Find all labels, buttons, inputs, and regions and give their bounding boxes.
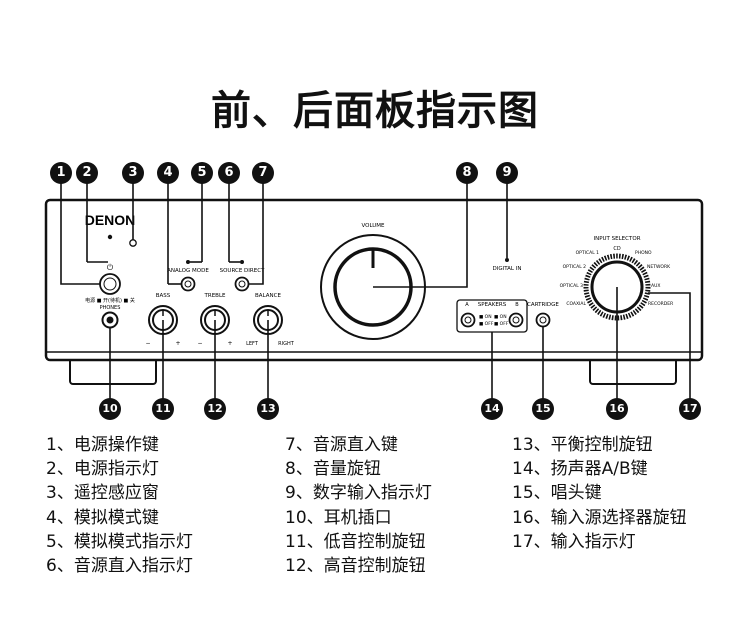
analog-mode-button-inner (184, 280, 192, 288)
legend-item: 8、音量旋钮 (285, 459, 381, 480)
balance-left-label: LEFT (246, 341, 259, 347)
analog-mode-indicator (186, 260, 190, 264)
input-selector-label: INPUT SELECTOR (593, 236, 640, 242)
speaker-b-button-inner (512, 316, 520, 324)
phones-label: PHONES (100, 305, 121, 311)
callout-12: 12 (204, 398, 226, 420)
input-optical2: OPTICAL 2 (563, 264, 586, 270)
power-indicator (107, 234, 113, 240)
input-network: NETWORK (647, 264, 671, 270)
page-title: 前、后面板指示图 (211, 88, 539, 134)
treble-minus: − (197, 340, 202, 347)
bass-minus: − (145, 340, 150, 347)
legend-item: 15、唱头键 (512, 483, 602, 504)
legend-item: 14、扬声器A/B键 (512, 459, 648, 480)
legend-column-2: 7、音源直入键 8、音量旋钮 9、数字输入指示灯 10、耳机插口 11、低音控制… (285, 433, 432, 578)
callout-2: 2 (76, 162, 98, 184)
callout-13: 13 (257, 398, 279, 420)
callout-15: 15 (532, 398, 554, 420)
callout-16: 16 (606, 398, 628, 420)
legend-item: 3、遥控感应窗 (46, 483, 159, 504)
digital-in-indicator (505, 258, 509, 262)
callout-11: 11 (152, 398, 174, 420)
input-optical1: OPTICAL 1 (576, 250, 599, 256)
bass-plus: + (175, 340, 180, 347)
leader-lines (60, 181, 691, 399)
callout-3: 3 (122, 162, 144, 184)
volume-label: VOLUME (361, 223, 385, 229)
source-direct-button-inner (238, 280, 246, 288)
legend-item: 6、音源直入指示灯 (46, 556, 193, 577)
bass-label: BASS (156, 293, 171, 299)
callout-8: 8 (456, 162, 478, 184)
callout-1: 1 (50, 162, 72, 184)
balance-label: BALANCE (255, 293, 281, 299)
digital-in-label: DIGITAL IN (493, 266, 522, 272)
cartridge-label: CARTRIDGE (527, 302, 559, 308)
legend-item: 2、电源指示灯 (46, 459, 159, 480)
legend-item: 11、低音控制旋钮 (285, 531, 426, 552)
brand-logo: DENON (85, 212, 136, 228)
input-optical3: OPTICAL 3 (560, 283, 583, 289)
source-direct-label: SOURCE DIRECT (220, 268, 265, 274)
legend-item: 4、模拟模式键 (46, 507, 159, 528)
legend-item: 5、模拟模式指示灯 (46, 531, 193, 552)
legend-item: 10、耳机插口 (285, 507, 392, 528)
input-phono: PHONO (635, 250, 652, 256)
speakers-label: SPEAKERS (478, 302, 507, 308)
legend-item: 13、平衡控制旋钮 (512, 435, 653, 455)
speakers-a-on: ■ ON (479, 314, 492, 320)
source-direct-indicator (240, 260, 244, 264)
callout-6: 6 (218, 162, 240, 184)
legend-item: 16、输入源选择器旋钮 (512, 507, 687, 528)
legend-item: 9、数字输入指示灯 (285, 483, 432, 504)
callout-14: 14 (481, 398, 503, 420)
input-coaxial: COAXIAL (566, 301, 586, 307)
callout-4: 4 (157, 162, 179, 184)
speakers-b-on: ■ ON (494, 314, 507, 320)
callout-10: 10 (99, 398, 121, 420)
legend-column-1: 1、电源操作键 2、电源指示灯 3、遥控感应窗 4、模拟模式键 5、模拟模式指示… (46, 433, 193, 578)
speakers-a-label: A (465, 302, 469, 308)
legend-item: 1、电源操作键 (46, 435, 159, 455)
power-symbol: ⏻ (107, 263, 114, 272)
legend-item: 7、音源直入键 (285, 435, 398, 455)
callout-7: 7 (252, 162, 274, 184)
input-aux: AUX (651, 283, 660, 289)
input-cd: CD (613, 246, 620, 252)
speakers-b-label: B (515, 302, 519, 308)
treble-label: TREBLE (204, 293, 226, 299)
callout-17: 17 (679, 398, 701, 420)
input-recorder: RECORDER (648, 301, 673, 307)
phones-jack-hole (106, 316, 114, 324)
power-legend: 电源 ■ 开(待机) ■ 关 (85, 297, 135, 304)
callout-5: 5 (191, 162, 213, 184)
cartridge-button-inner (539, 316, 547, 324)
speaker-a-button-inner (464, 316, 472, 324)
speakers-a-off: ■ OFF (479, 321, 494, 327)
legend-item: 12、高音控制旋钮 (285, 556, 426, 577)
speakers-b-off: ■ OFF (494, 321, 509, 327)
treble-plus: + (227, 340, 232, 347)
callout-9: 9 (496, 162, 518, 184)
legend-item: 17、输入指示灯 (512, 531, 636, 552)
balance-right-label: RIGHT (278, 341, 295, 347)
remote-sensor (129, 239, 137, 247)
legend-column-3: 13、平衡控制旋钮 14、扬声器A/B键 15、唱头键 16、输入源选择器旋钮 … (512, 433, 687, 554)
power-button-inner (103, 277, 117, 291)
analog-mode-label: ANALOG MODE (167, 268, 209, 274)
